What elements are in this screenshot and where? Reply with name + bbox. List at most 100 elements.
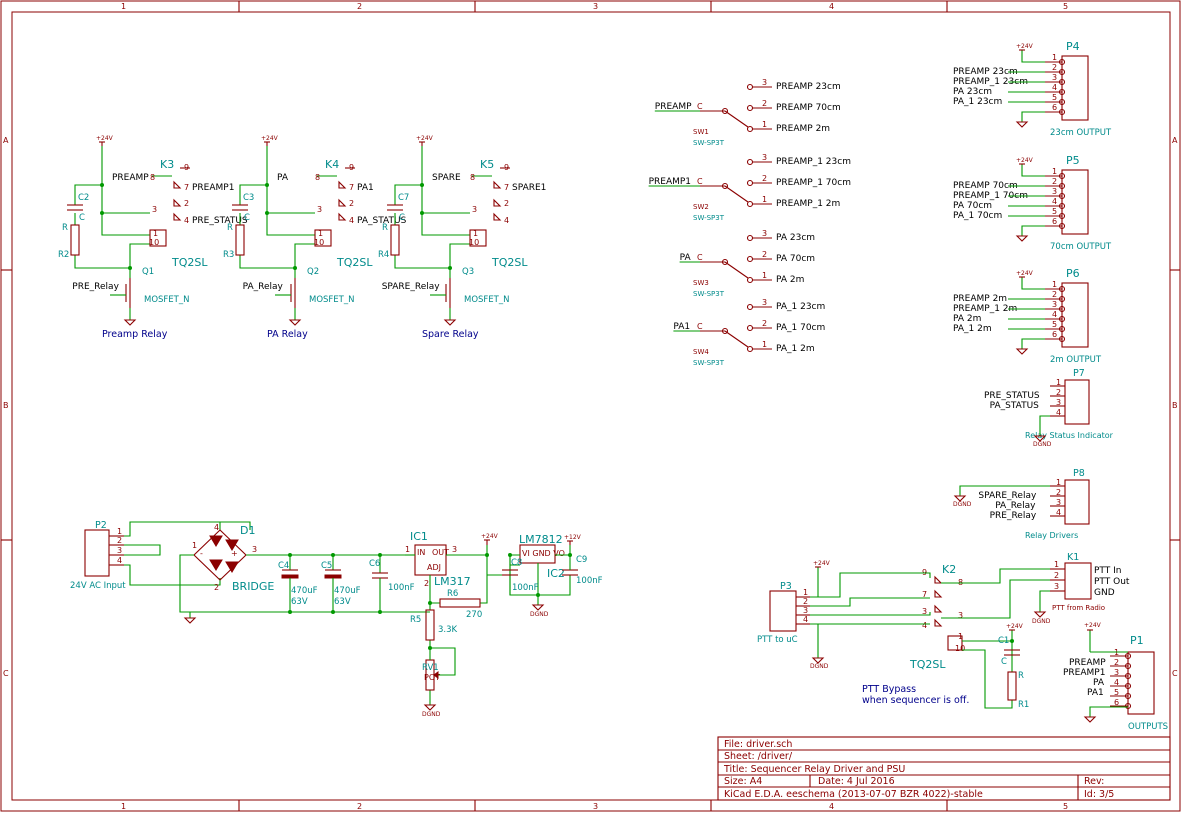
pin-number: 1 — [762, 271, 767, 280]
col-label-bottom: 2 — [357, 802, 362, 811]
c5-voltage: 63V — [334, 597, 351, 607]
tb-tool: KiCad E.D.A. eeschema (2013-07-07 BZR 40… — [724, 789, 983, 800]
ground — [443, 319, 457, 326]
switch-type: SW-SP3T — [693, 359, 725, 367]
svg-text:1: 1 — [117, 527, 122, 536]
pin-number: 5 — [1052, 93, 1057, 102]
connector-net: PREAMP 23cm — [953, 67, 1018, 77]
relay-input-net: PA — [277, 173, 289, 183]
resistor — [70, 224, 80, 256]
c4-voltage: 63V — [291, 597, 308, 607]
wire — [1021, 338, 1045, 349]
wire — [1021, 58, 1045, 63]
tb-sheet: Sheet: /driver/ — [724, 751, 793, 762]
switch-blade — [724, 185, 749, 203]
power-label: +24V — [416, 135, 434, 142]
row-label-right: C — [1172, 669, 1178, 678]
relay-output-net: PREAMP1 — [192, 183, 234, 193]
pin-contact — [1058, 315, 1066, 323]
p1-net: PA — [1093, 678, 1105, 688]
c9-value: 100nF — [576, 576, 603, 586]
wire — [266, 146, 315, 236]
cap-value: C — [399, 213, 405, 223]
svg-text:IN: IN — [417, 548, 425, 557]
r1-ref: R1 — [1018, 700, 1029, 710]
switch-ref: SW3 — [693, 279, 709, 287]
pin-number: 6 — [1114, 698, 1119, 707]
pin-contact — [1058, 68, 1066, 76]
pin-contact — [1124, 702, 1132, 710]
contact — [173, 198, 182, 207]
pin-number: 4 — [1052, 83, 1057, 92]
pin-contact — [1124, 682, 1132, 690]
pin-number: 1 — [762, 120, 767, 129]
ground — [288, 319, 302, 326]
pin-number: 1 — [1052, 280, 1057, 289]
col-label-top: 1 — [121, 2, 126, 11]
switch-output-net: PREAMP 2m — [776, 124, 830, 134]
switch-ref: SW2 — [693, 203, 709, 211]
pin-number: 2 — [1052, 290, 1057, 299]
relay-ref: K4 — [325, 158, 339, 171]
pin-number: 2 — [762, 319, 767, 328]
pin-number: 4 — [1056, 408, 1061, 417]
mosfet-ref: Q1 — [142, 267, 154, 277]
connector-label: 70cm OUTPUT — [1050, 242, 1112, 252]
row-label-left: A — [3, 136, 9, 145]
connector-ref: P8 — [1073, 468, 1085, 479]
switch-ref: SW4 — [693, 348, 709, 356]
connector-net: PREAMP 2m — [953, 294, 1007, 304]
switch-contact — [746, 303, 754, 311]
switch-output-net: PA 70cm — [776, 254, 815, 264]
relay-ref: K3 — [160, 158, 174, 171]
pin-number: 3 — [762, 229, 767, 238]
wire — [239, 255, 296, 278]
svg-text:4: 4 — [803, 615, 808, 624]
pin-number: 7 — [349, 183, 354, 192]
pin-contact — [1058, 182, 1066, 190]
connector-ref: P5 — [1066, 154, 1080, 167]
relay-output-net: SPARE1 — [512, 183, 546, 193]
rv1-value: POT — [424, 673, 440, 682]
switch-contact — [746, 158, 754, 166]
pin-number: 1 — [1052, 53, 1057, 62]
k1-pin-ptt-in: PTT In — [1094, 566, 1121, 576]
power-label: +24V — [96, 135, 114, 142]
svg-text:4: 4 — [214, 523, 219, 532]
row-label-right: A — [1172, 136, 1178, 145]
col-label-top: 5 — [1063, 2, 1068, 11]
resistor-r5 — [425, 609, 435, 641]
switch-contact — [746, 104, 754, 112]
relay-output-net: PA1 — [357, 183, 374, 193]
c5-value: 470uF — [334, 586, 361, 596]
mosfet-ref: Q2 — [307, 267, 319, 277]
regulator-ic2: VI GND VO — [519, 544, 565, 564]
pin-number: 4 — [1114, 678, 1119, 687]
wire — [294, 243, 315, 268]
switch-common-net: PA — [680, 253, 692, 263]
pin-contact — [1058, 325, 1066, 333]
wire — [74, 255, 131, 278]
wire — [1021, 172, 1045, 177]
ic1-value: LM317 — [434, 575, 471, 588]
svg-text:1: 1 — [803, 588, 808, 597]
cap-ref: C2 — [78, 193, 89, 203]
relay-ref: K5 — [480, 158, 494, 171]
pin-number: 1 — [1052, 167, 1057, 176]
pin-contact — [1058, 335, 1066, 343]
pin-number: 3 — [472, 205, 477, 214]
c6-ref: C6 — [369, 559, 380, 569]
switch-output-net: PA_1 70cm — [776, 323, 825, 333]
junction — [420, 183, 424, 187]
pin-number: 3 — [152, 205, 157, 214]
connector-ref: P4 — [1066, 40, 1080, 53]
ic2-ref: IC2 — [547, 567, 565, 580]
connector-net: PA_1 2m — [953, 324, 992, 334]
inner-frame — [11, 11, 1171, 801]
pin-contact — [1124, 672, 1132, 680]
wire — [421, 146, 470, 236]
relay-type: TQ2SL — [336, 256, 373, 269]
pin-number: 4 — [504, 216, 509, 225]
